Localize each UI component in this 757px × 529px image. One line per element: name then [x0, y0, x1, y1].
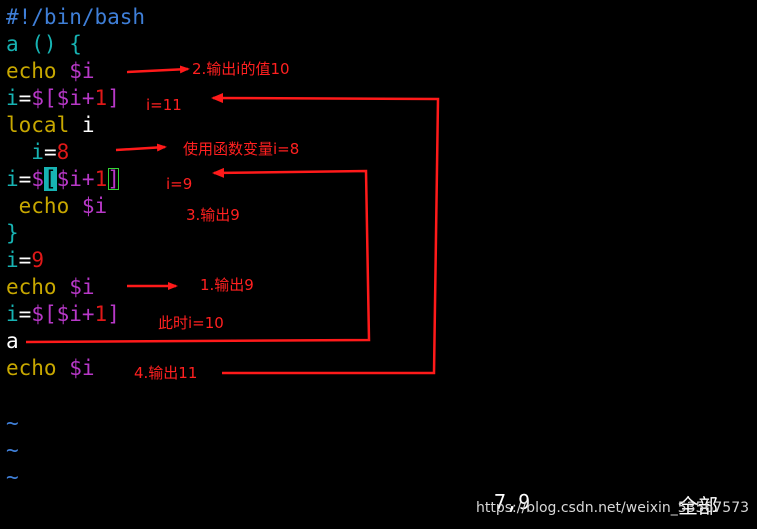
code-token: $[$i+: [31, 86, 95, 110]
code-token: i: [6, 302, 19, 326]
code-line[interactable]: echo $i: [6, 274, 95, 301]
code-line[interactable]: a () {: [6, 31, 82, 58]
code-token: #!/bin/bash: [6, 5, 146, 29]
code-token: ]: [107, 302, 120, 326]
code-token: $i: [69, 59, 95, 83]
code-token: i: [6, 86, 19, 110]
code-line[interactable]: i=$[$i+1]: [6, 301, 120, 328]
empty-line-tilde: ~: [6, 438, 19, 462]
arrow-call-a: [25, 167, 371, 344]
code-token: echo: [6, 275, 57, 299]
arrow-echo-4: [211, 93, 440, 375]
code-line[interactable]: i=$[$i+1]: [6, 166, 120, 193]
arrow-echo-2: [126, 65, 190, 74]
annotation-i-11: i=11: [146, 96, 182, 114]
code-token: 1: [94, 167, 108, 191]
code-token: =: [18, 86, 32, 110]
scroll-scope: 全部: [678, 494, 718, 518]
code-token: a: [6, 329, 19, 353]
annotation-i-10: 此时i=10: [158, 314, 224, 332]
code-token: ]: [107, 86, 120, 110]
code-token: i: [6, 248, 19, 272]
code-line[interactable]: i=$[$i+1]: [6, 85, 120, 112]
annotation-output-11: 4.输出11: [134, 364, 198, 382]
code-token: }: [6, 221, 19, 245]
code-token: $i: [69, 275, 95, 299]
code-line[interactable]: echo $i: [6, 193, 108, 220]
code-token: echo: [6, 194, 70, 218]
annotation-output-9-b: 3.输出9: [186, 206, 240, 224]
code-token: $[$i+: [31, 302, 95, 326]
code-line[interactable]: echo $i: [6, 355, 95, 382]
annotation-i-9: i=9: [166, 175, 193, 193]
code-token: echo: [6, 356, 57, 380]
code-token: =: [43, 140, 57, 164]
text-cursor: [: [43, 167, 57, 191]
empty-line-tilde: ~: [6, 411, 19, 435]
code-token: 8: [56, 140, 70, 164]
annotation-output-10: 2.输出i的值10: [192, 60, 290, 78]
code-token: 1: [94, 86, 108, 110]
code-token: i: [6, 167, 19, 191]
code-token: 1: [94, 302, 108, 326]
code-token: ]: [107, 167, 120, 191]
code-token: i: [69, 113, 95, 137]
code-token: a () {: [6, 32, 82, 56]
empty-line-tilde: ~: [6, 465, 19, 489]
code-token: echo: [6, 59, 57, 83]
annotation-local-i-8: 使用函数变量i=8: [183, 140, 300, 158]
cursor-position: 7,9: [494, 490, 531, 514]
code-token: $i: [81, 194, 108, 218]
code-line[interactable]: a: [6, 328, 19, 355]
code-token: $i: [69, 356, 95, 380]
code-line[interactable]: local i: [6, 112, 95, 139]
code-line[interactable]: i=9: [6, 247, 44, 274]
watermark: https://blog.csdn.net/weixin_53567573: [476, 500, 750, 516]
code-line[interactable]: i=8: [6, 139, 69, 166]
code-token: $i+: [56, 167, 95, 191]
code-token: =: [18, 302, 32, 326]
code-token: =: [18, 167, 32, 191]
code-line[interactable]: }: [6, 220, 19, 247]
annotation-output-9-a: 1.输出9: [200, 276, 254, 294]
code-line[interactable]: #!/bin/bash: [6, 4, 145, 31]
code-token: local: [6, 113, 70, 137]
code-token: i: [6, 140, 44, 164]
code-token: $: [31, 167, 44, 191]
code-token: 9: [31, 248, 44, 272]
code-token: =: [18, 248, 32, 272]
arrow-i8: [115, 143, 167, 152]
code-line[interactable]: echo $i: [6, 58, 95, 85]
